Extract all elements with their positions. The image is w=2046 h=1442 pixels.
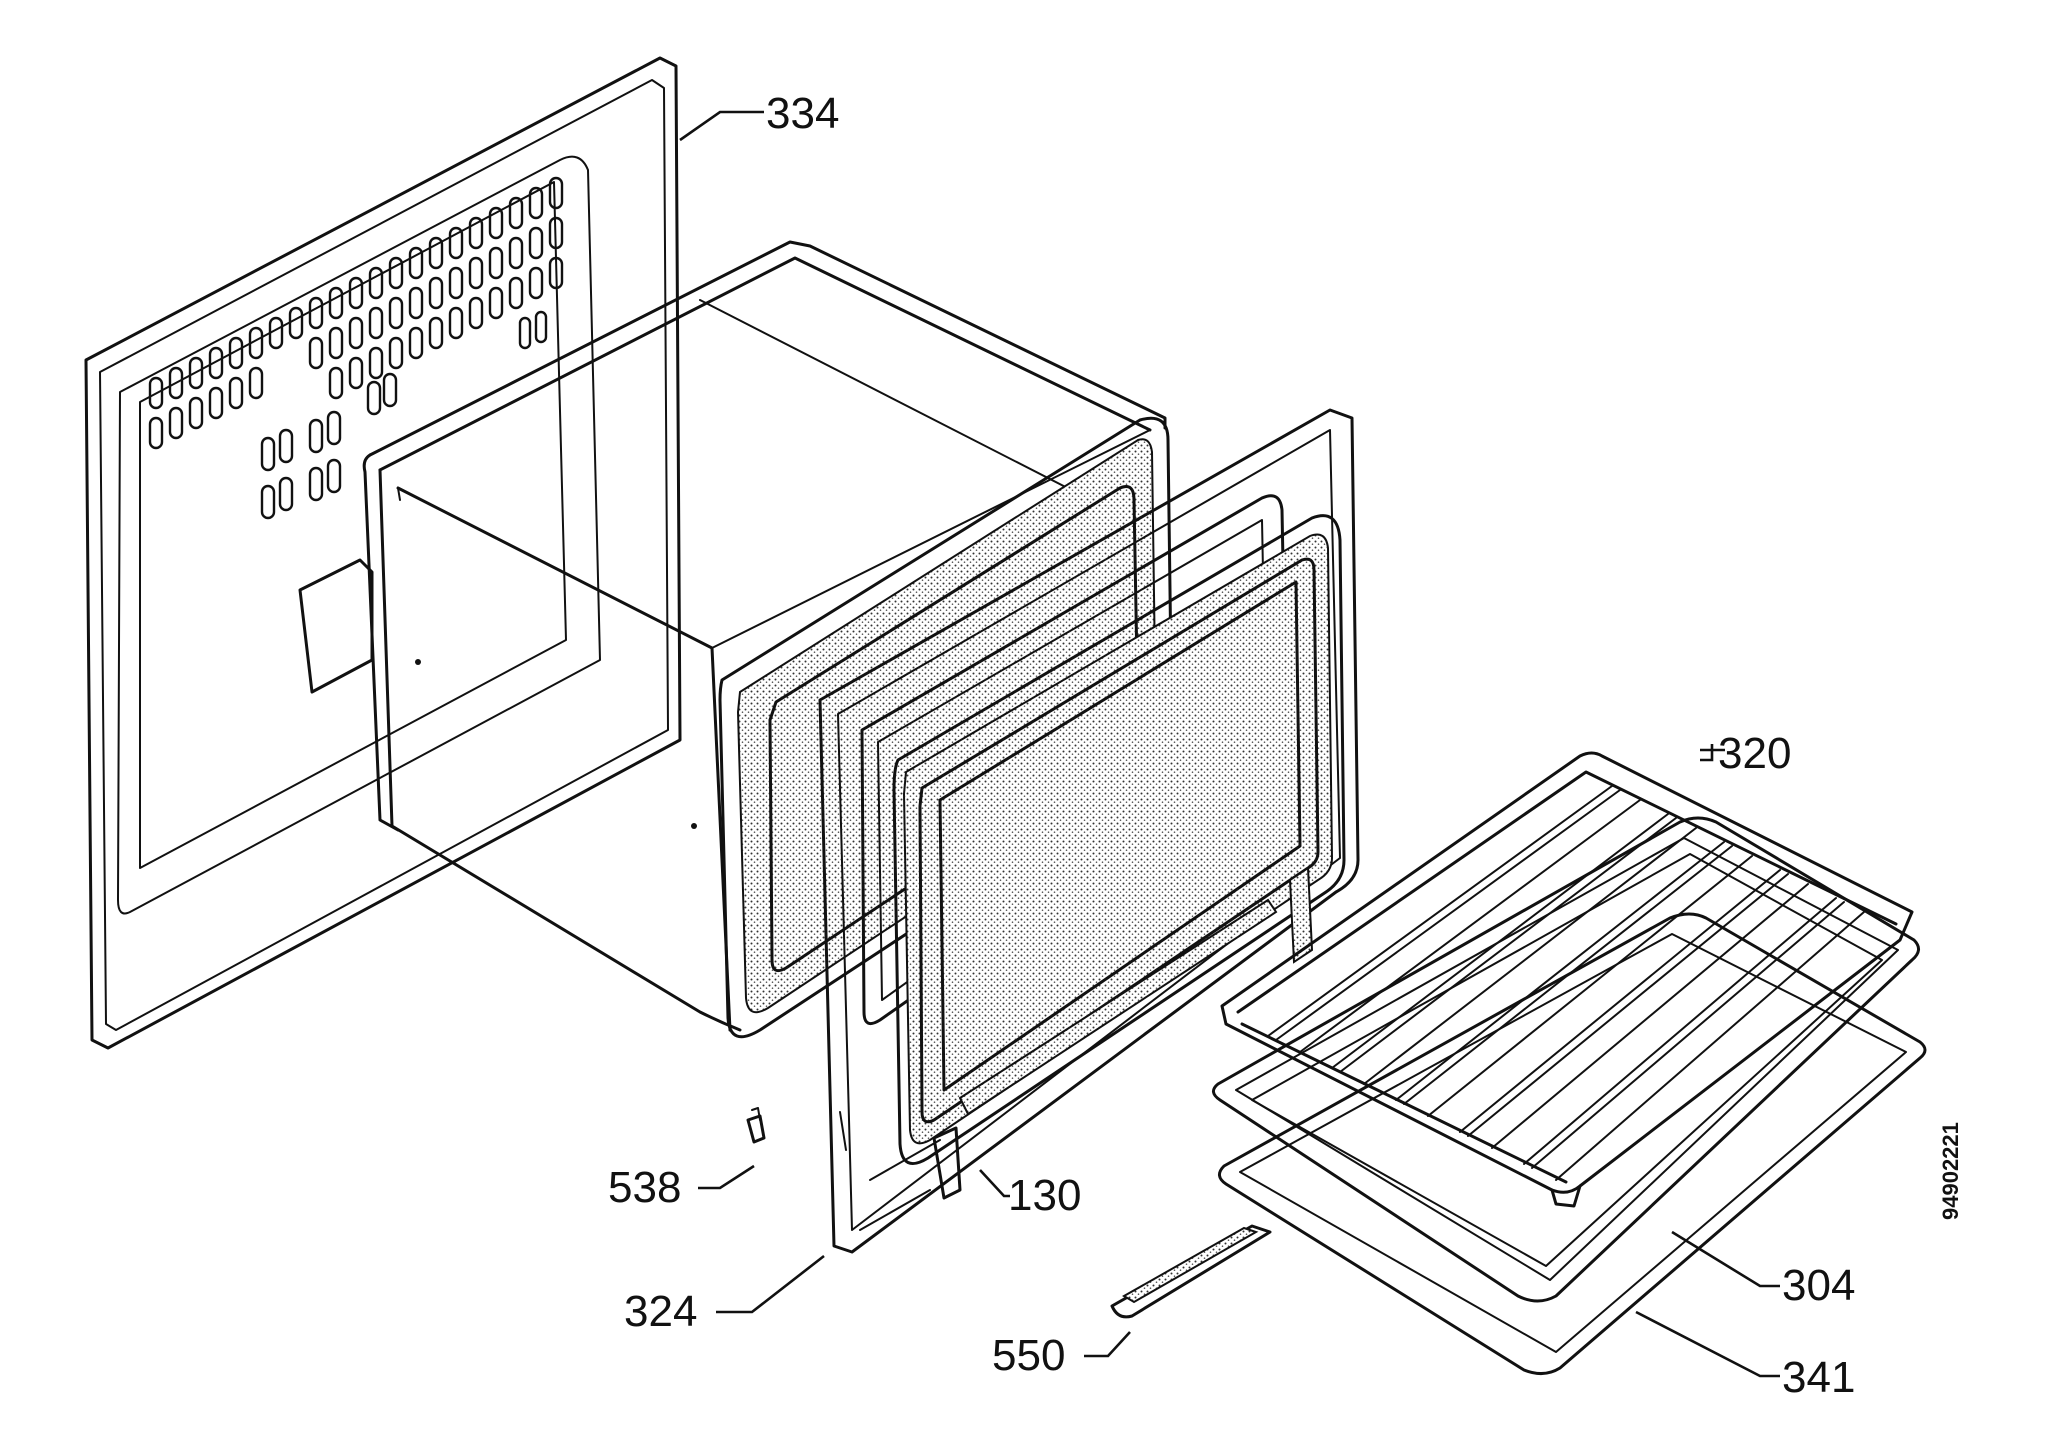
callout-538: 538 bbox=[608, 1163, 681, 1212]
callout-334: 334 bbox=[766, 89, 839, 138]
callout-130: 130 bbox=[1008, 1171, 1081, 1220]
callout-550: 550 bbox=[992, 1331, 1065, 1380]
rear-panel bbox=[84, 56, 682, 1050]
oven-shelf bbox=[1220, 751, 1914, 1208]
callout-341: 341 bbox=[1782, 1353, 1855, 1402]
vent-slots bbox=[148, 176, 564, 520]
oven-cavity bbox=[362, 240, 1167, 1032]
drip-pan bbox=[1218, 912, 1927, 1375]
callout-324: 324 bbox=[624, 1287, 697, 1336]
callout-320: 320 bbox=[1718, 729, 1791, 778]
door-seal bbox=[892, 514, 1346, 1200]
leader-lines bbox=[679, 110, 1780, 1378]
bottom-rail bbox=[1110, 1224, 1272, 1319]
callout-labels: 334 320 538 130 304 324 550 341 bbox=[608, 89, 1855, 1402]
reference-code: 94902221 bbox=[1938, 1122, 1963, 1220]
clip bbox=[746, 1107, 766, 1144]
baking-tray bbox=[1212, 816, 1920, 1303]
shelf-wires bbox=[1267, 785, 1865, 1181]
callout-304: 304 bbox=[1782, 1261, 1855, 1310]
